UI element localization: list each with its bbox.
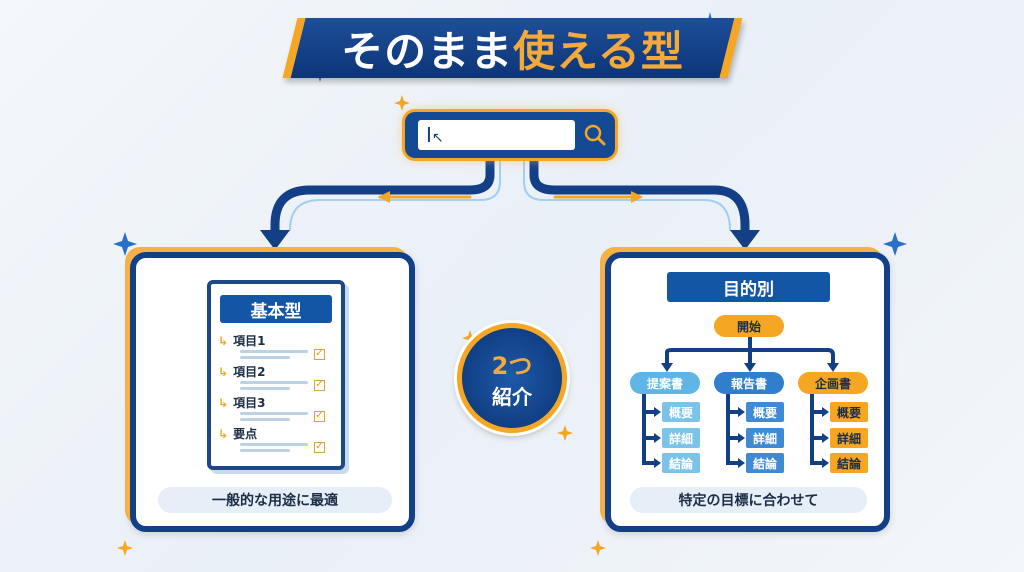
- page-title: そのまま使える型: [290, 18, 735, 78]
- item-list: ↳ 項目1 ✓ ↳ 項目2 ✓ ↳ 項目3 ✓ ↳ 要点 ✓: [218, 330, 336, 454]
- list-item: ↳ 項目1 ✓: [218, 334, 325, 360]
- sub-item: 結論: [746, 453, 784, 473]
- sub-item: 詳細: [746, 428, 784, 448]
- arrow-icon: ↳: [218, 365, 229, 379]
- checkbox-icon: ✓: [314, 441, 325, 453]
- arrow-icon: ↳: [218, 427, 229, 441]
- start-node: 開始: [714, 315, 784, 337]
- sub-item: 結論: [662, 453, 700, 473]
- list-item: ↳ 項目3 ✓: [218, 396, 325, 422]
- arrow-icon: ↳: [218, 334, 229, 348]
- search-input[interactable]: I↖: [418, 120, 575, 150]
- sub-item: 結論: [830, 453, 868, 473]
- search-icon[interactable]: [580, 120, 610, 150]
- category-proposal: 提案書: [630, 372, 700, 394]
- checkbox-icon: ✓: [314, 348, 325, 360]
- title-part2: 使える型: [513, 26, 684, 76]
- sub-item: 概要: [746, 402, 784, 422]
- text-cursor: I: [426, 123, 432, 147]
- checkbox-icon: ✓: [314, 410, 325, 422]
- sub-item: 概要: [662, 402, 700, 422]
- list-item: ↳ 項目2 ✓: [218, 365, 325, 391]
- badge-label: 紹介: [492, 385, 532, 409]
- badge-number: 2つ: [491, 352, 533, 380]
- list-item: ↳ 要点 ✓: [218, 427, 325, 453]
- left-arrow-head: [260, 230, 290, 250]
- sub-item: 詳細: [830, 428, 868, 448]
- category-plan: 企画書: [798, 372, 868, 394]
- checkbox-icon: ✓: [314, 379, 325, 391]
- right-arrow-head: [730, 230, 760, 250]
- category-report: 報告書: [714, 372, 784, 394]
- left-caption: 一般的な用途に最適: [158, 487, 392, 513]
- document-card: 基本型: [207, 280, 345, 470]
- doc-title: 基本型: [220, 295, 332, 323]
- sub-item: 詳細: [662, 428, 700, 448]
- title-part1: そのまま: [341, 26, 514, 76]
- count-badge: 2つ 紹介: [457, 323, 567, 433]
- right-caption: 特定の目標に合わせて: [630, 487, 867, 513]
- mouse-pointer-icon: ↖: [431, 130, 444, 146]
- purpose-title: 目的別: [667, 272, 830, 302]
- arrow-icon: ↳: [218, 396, 229, 410]
- sub-item: 概要: [830, 402, 868, 422]
- flow-connectors: [642, 336, 839, 468]
